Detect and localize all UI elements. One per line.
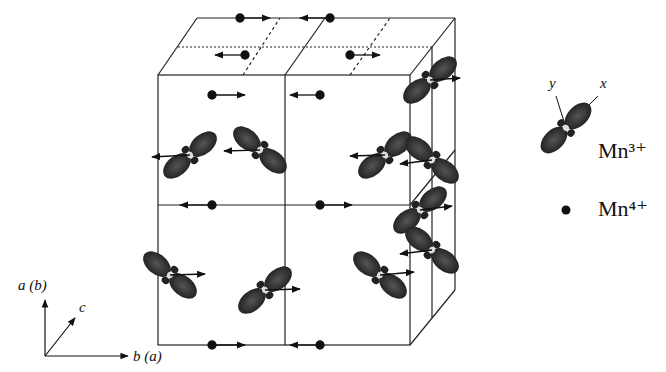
- cube-frame: [158, 18, 455, 345]
- mn4-ions: [180, 14, 380, 349]
- axis-label: c: [79, 300, 86, 315]
- axis-label: b (a): [133, 349, 162, 364]
- axis-label: x: [600, 76, 607, 91]
- mn3-ions: [138, 51, 464, 320]
- legend-text: Mn³⁺: [598, 140, 647, 162]
- spin-arrows: [152, 78, 460, 290]
- legend-samples: [535, 96, 598, 215]
- axis-label: y: [549, 76, 556, 91]
- legend-text: Mn⁴⁺: [598, 198, 648, 220]
- axis-label: a (b): [18, 278, 47, 293]
- crystal-axes: [45, 300, 128, 356]
